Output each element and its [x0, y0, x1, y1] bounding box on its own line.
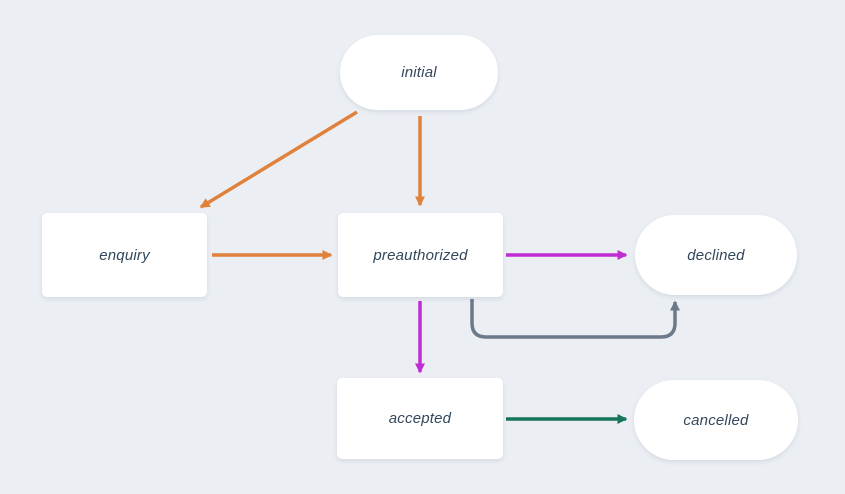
- node-accepted: accepted: [337, 378, 503, 459]
- node-initial: initial: [340, 35, 498, 110]
- node-cancelled-label: cancelled: [683, 411, 749, 429]
- edge-preauthorized-declined-curved: [470, 299, 680, 339]
- node-enquiry: enquiry: [42, 213, 207, 297]
- node-accepted-label: accepted: [388, 410, 452, 427]
- edge-initial-enquiry: [199, 110, 358, 209]
- node-preauthorized: preauthorized: [338, 213, 503, 297]
- node-enquiry-label: enquiry: [99, 246, 150, 264]
- node-cancelled: cancelled: [634, 380, 798, 460]
- node-declined-label: declined: [687, 246, 745, 264]
- node-declined: declined: [635, 215, 797, 295]
- node-initial-label: initial: [401, 64, 437, 81]
- node-preauthorized-label: preauthorized: [373, 246, 468, 264]
